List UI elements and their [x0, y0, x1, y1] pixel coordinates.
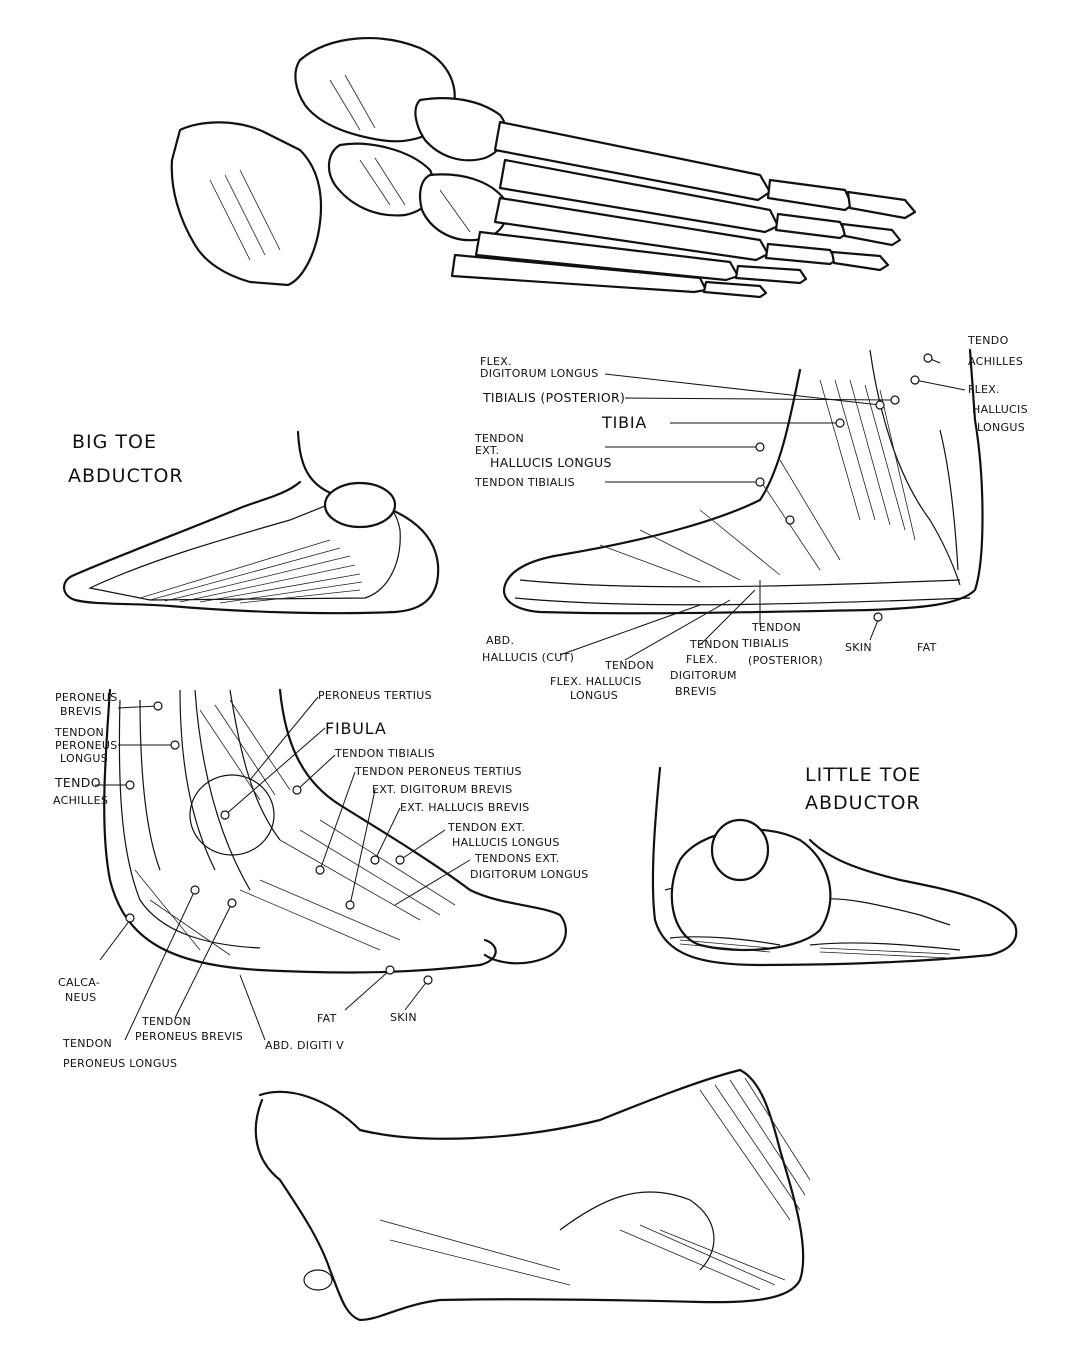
medial-foot-section-drawing	[502, 348, 984, 661]
label-tendon-peroneus-tertius: TENDON PERONEUS TERTIUS	[355, 765, 522, 778]
label-calcaneus-1: CALCA-	[58, 976, 101, 989]
label-tendon-tibialis-lateral: TENDON TIBIALIS	[335, 747, 435, 760]
label-tendon-ext-hallucis-lateral-1: TENDON EXT.	[448, 821, 526, 834]
label-tibia: TIBIA	[602, 413, 648, 432]
label-peroneus-brevis-1: PERONEUS	[55, 691, 118, 704]
label-flex-dig-brevis-2: DIGITORUM	[670, 669, 737, 682]
label-tendon-peroneus-longus-b2: PERONEUS LONGUS	[63, 1057, 178, 1070]
label-ext-hallucis-brevis: EXT. HALLUCIS BREVIS	[400, 801, 530, 814]
label-fat-lateral: FAT	[317, 1012, 337, 1025]
label-ext-digitorum-brevis: EXT. DIGITORUM BREVIS	[372, 783, 513, 796]
label-tendon-flex-hallucis-1: TENDON	[605, 659, 655, 672]
big-toe-title-line1: BIG TOE	[72, 431, 157, 453]
label-tendon-flex-hallucis-2: FLEX. HALLUCIS	[550, 675, 642, 688]
label-tendon-peroneus-longus-2: PERONEUS	[55, 739, 118, 752]
label-tendo-achilles-lateral-1: TENDO	[55, 775, 101, 790]
label-tendon-tib-post-2: TIBIALIS	[742, 637, 790, 650]
label-peroneus-tertius: PERONEUS TERTIUS	[318, 689, 432, 702]
label-fat-medial: FAT	[917, 641, 937, 654]
label-tendon-flex-dig-brevis: TENDON	[690, 638, 740, 651]
label-tendon-peroneus-longus-3: LONGUS	[60, 752, 108, 765]
label-abd-hallucis-1: ABD.	[486, 634, 515, 647]
label-tendon-tibialis-medial: TENDON TIBIALIS	[475, 476, 575, 489]
label-tendon-ext-hallucis-1: TENDON	[475, 432, 525, 445]
label-tendons-ext-digitorum-2: DIGITORUM LONGUS	[470, 868, 589, 881]
foot-study-drawing	[254, 1068, 811, 1322]
label-tendon-tib-post-1: TENDON	[752, 621, 802, 634]
label-tendo-achilles-medial-1: TENDO	[968, 334, 1009, 347]
label-tibialis-posterior: TIBIALIS (POSTERIOR)	[483, 390, 626, 405]
label-abd-digiti: ABD. DIGITI V	[265, 1039, 344, 1052]
label-flex-hallucis-2: HALLUCIS	[972, 403, 1028, 416]
label-flex-dig-brevis-3: BREVIS	[675, 685, 717, 698]
label-flex-digitorum-longus-1: FLEX.	[480, 355, 512, 368]
label-flex-dig-brevis-1: FLEX.	[686, 653, 718, 666]
label-tendon-ext-hallucis-2: EXT.	[475, 444, 500, 457]
label-tendons-ext-digitorum-1: TENDONS EXT.	[475, 852, 560, 865]
label-tendon-flex-hallucis-3: LONGUS	[570, 689, 618, 702]
label-flex-digitorum-longus-2: DIGITORUM LONGUS	[480, 367, 599, 380]
label-tendon-ext-hallucis-lateral-2: HALLUCIS LONGUS	[452, 836, 560, 849]
foot-skeleton-drawing	[170, 37, 917, 299]
label-skin-medial: SKIN	[845, 641, 872, 654]
little-toe-title-line1: LITTLE TOE	[805, 764, 922, 786]
label-tendon-ext-hallucis-3: HALLUCIS LONGUS	[490, 455, 612, 470]
label-tendon-peroneus-brevis-1: TENDON	[142, 1015, 192, 1028]
little-toe-title-line2: ABDUCTOR	[805, 792, 921, 814]
label-tendon-peroneus-brevis-2: PERONEUS BREVIS	[135, 1030, 243, 1043]
big-toe-abductor-drawing	[63, 430, 440, 615]
label-skin-lateral: SKIN	[390, 1011, 417, 1024]
label-tendo-achilles-lateral-2: ACHILLES	[53, 794, 109, 807]
label-tendon-peroneus-longus-b1: TENDON	[63, 1037, 113, 1050]
label-abd-hallucis-2: HALLUCIS (CUT)	[482, 651, 575, 664]
label-fibula: FIBULA	[325, 719, 387, 738]
label-flex-hallucis-3: LONGUS	[977, 421, 1025, 434]
label-tendo-achilles-medial-2: ACHILLES	[968, 355, 1024, 368]
little-toe-abductor-drawing	[651, 766, 1018, 967]
label-peroneus-brevis-2: BREVIS	[60, 705, 102, 718]
label-flex-hallucis-1: FLEX.	[968, 383, 1000, 396]
label-calcaneus-2: NEUS	[65, 991, 97, 1004]
big-toe-title-line2: ABDUCTOR	[68, 465, 184, 487]
lateral-foot-section-drawing	[95, 688, 567, 1041]
label-tendon-tib-post-3: (POSTERIOR)	[748, 654, 824, 667]
label-tendon-peroneus-longus-1: TENDON	[55, 726, 105, 739]
